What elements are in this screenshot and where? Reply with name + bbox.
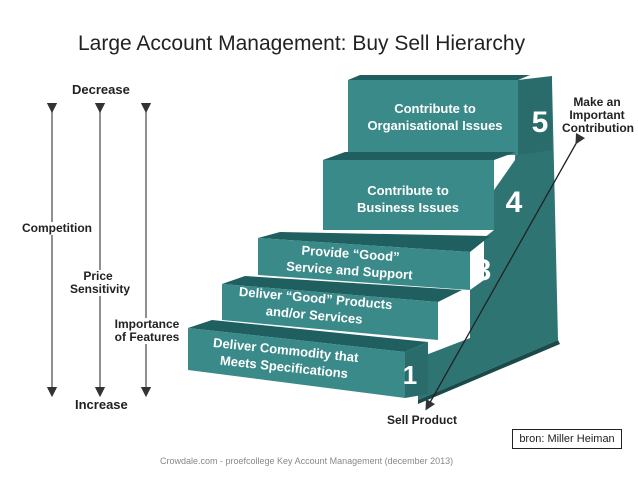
contribution-line-3: Contribution bbox=[562, 122, 632, 135]
competition-label: Competition bbox=[20, 222, 94, 235]
step-2-number: 2 bbox=[441, 305, 458, 338]
step-4-number: 4 bbox=[506, 186, 523, 219]
increase-label: Increase bbox=[75, 398, 128, 411]
source-credit: bron: Miller Heiman bbox=[512, 429, 622, 449]
step-3-number: 3 bbox=[475, 254, 492, 287]
decrease-label: Decrease bbox=[72, 83, 130, 96]
step-5-number: 5 bbox=[532, 106, 549, 139]
importance-label: Importance of Features bbox=[114, 318, 180, 344]
step-5-label-2: Organisational Issues bbox=[367, 118, 502, 133]
price-sensitivity-label: Price Sensitivity bbox=[70, 270, 126, 296]
price-sensitivity-line-2: Sensitivity bbox=[70, 283, 126, 296]
step-4-label-2: Business Issues bbox=[357, 200, 459, 215]
contribution-label: Make an Important Contribution bbox=[562, 96, 632, 135]
step-5-label-1: Contribute to bbox=[394, 101, 476, 116]
sell-product-label: Sell Product bbox=[387, 414, 457, 427]
step-4-label-1: Contribute to bbox=[367, 183, 449, 198]
importance-line-2: of Features bbox=[114, 331, 180, 344]
step-1-number: 1 bbox=[403, 360, 417, 390]
footer-text: Crowdale.com - proefcollege Key Account … bbox=[160, 456, 453, 466]
